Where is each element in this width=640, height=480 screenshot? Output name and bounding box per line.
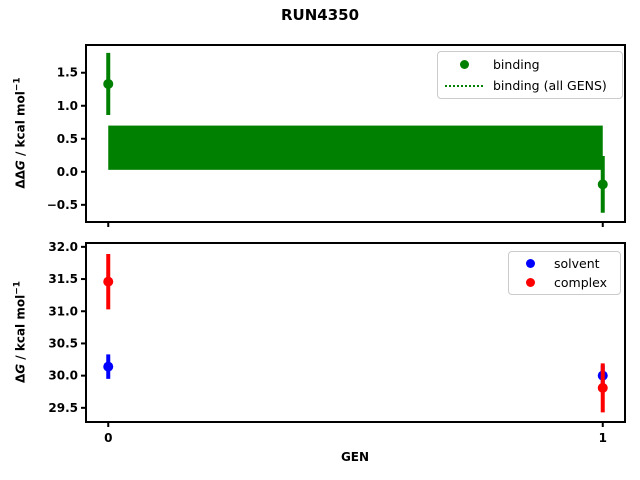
- complex-data-point: [597, 382, 608, 393]
- legend-entry: solvent: [509, 254, 620, 273]
- dot-icon: [525, 278, 535, 287]
- binding-data-point: [103, 78, 114, 89]
- legend-entry: complex: [509, 273, 620, 292]
- y-tick-label: 1.5: [57, 66, 78, 80]
- y-tick-label: 31.0: [48, 304, 78, 318]
- legend-entry: binding: [438, 54, 622, 75]
- y-tick-label: 1.0: [57, 99, 78, 113]
- x-tick-label: 0: [104, 431, 112, 445]
- y-tick-label: 30.5: [48, 336, 78, 350]
- figure-title: RUN4350: [280, 6, 360, 24]
- binding-data-point: [597, 179, 608, 190]
- dot-icon: [525, 259, 535, 268]
- x-tick-label: 1: [599, 431, 607, 445]
- legend-marker-icon: [438, 60, 490, 69]
- legend-marker-icon: [509, 259, 551, 268]
- legend-entry: binding (all GENS): [438, 75, 622, 96]
- axes-frame: [85, 242, 626, 423]
- y-tick-label: 31.5: [48, 272, 78, 286]
- ddg-legend: binding binding (all GENS): [437, 51, 623, 99]
- legend-label: binding: [493, 57, 540, 72]
- x-axis-label: GEN: [340, 450, 370, 464]
- y-tick-label: 0.5: [57, 132, 78, 146]
- legend-marker-icon: [509, 278, 551, 287]
- legend-line-icon: [438, 84, 490, 87]
- y-tick-label: 30.0: [48, 369, 78, 383]
- y-tick-label: 29.5: [48, 401, 78, 415]
- confidence-band: [108, 125, 603, 170]
- dg-legend: solvent complex: [508, 251, 621, 295]
- axes-frame: [85, 44, 626, 223]
- complex-data-point: [103, 276, 114, 287]
- y-tick-label: 0.0: [57, 165, 78, 179]
- legend-label: binding (all GENS): [493, 78, 607, 93]
- legend-label: solvent: [554, 256, 600, 271]
- dg-y-axis-label: ΔG / kcal mol−1: [12, 280, 28, 384]
- y-tick-label: 32.0: [48, 240, 78, 254]
- dotted-line-icon: [445, 84, 483, 87]
- solvent-data-point: [103, 361, 114, 372]
- dot-icon: [459, 60, 469, 69]
- legend-label: complex: [554, 275, 607, 290]
- y-tick-label: −0.5: [47, 198, 78, 212]
